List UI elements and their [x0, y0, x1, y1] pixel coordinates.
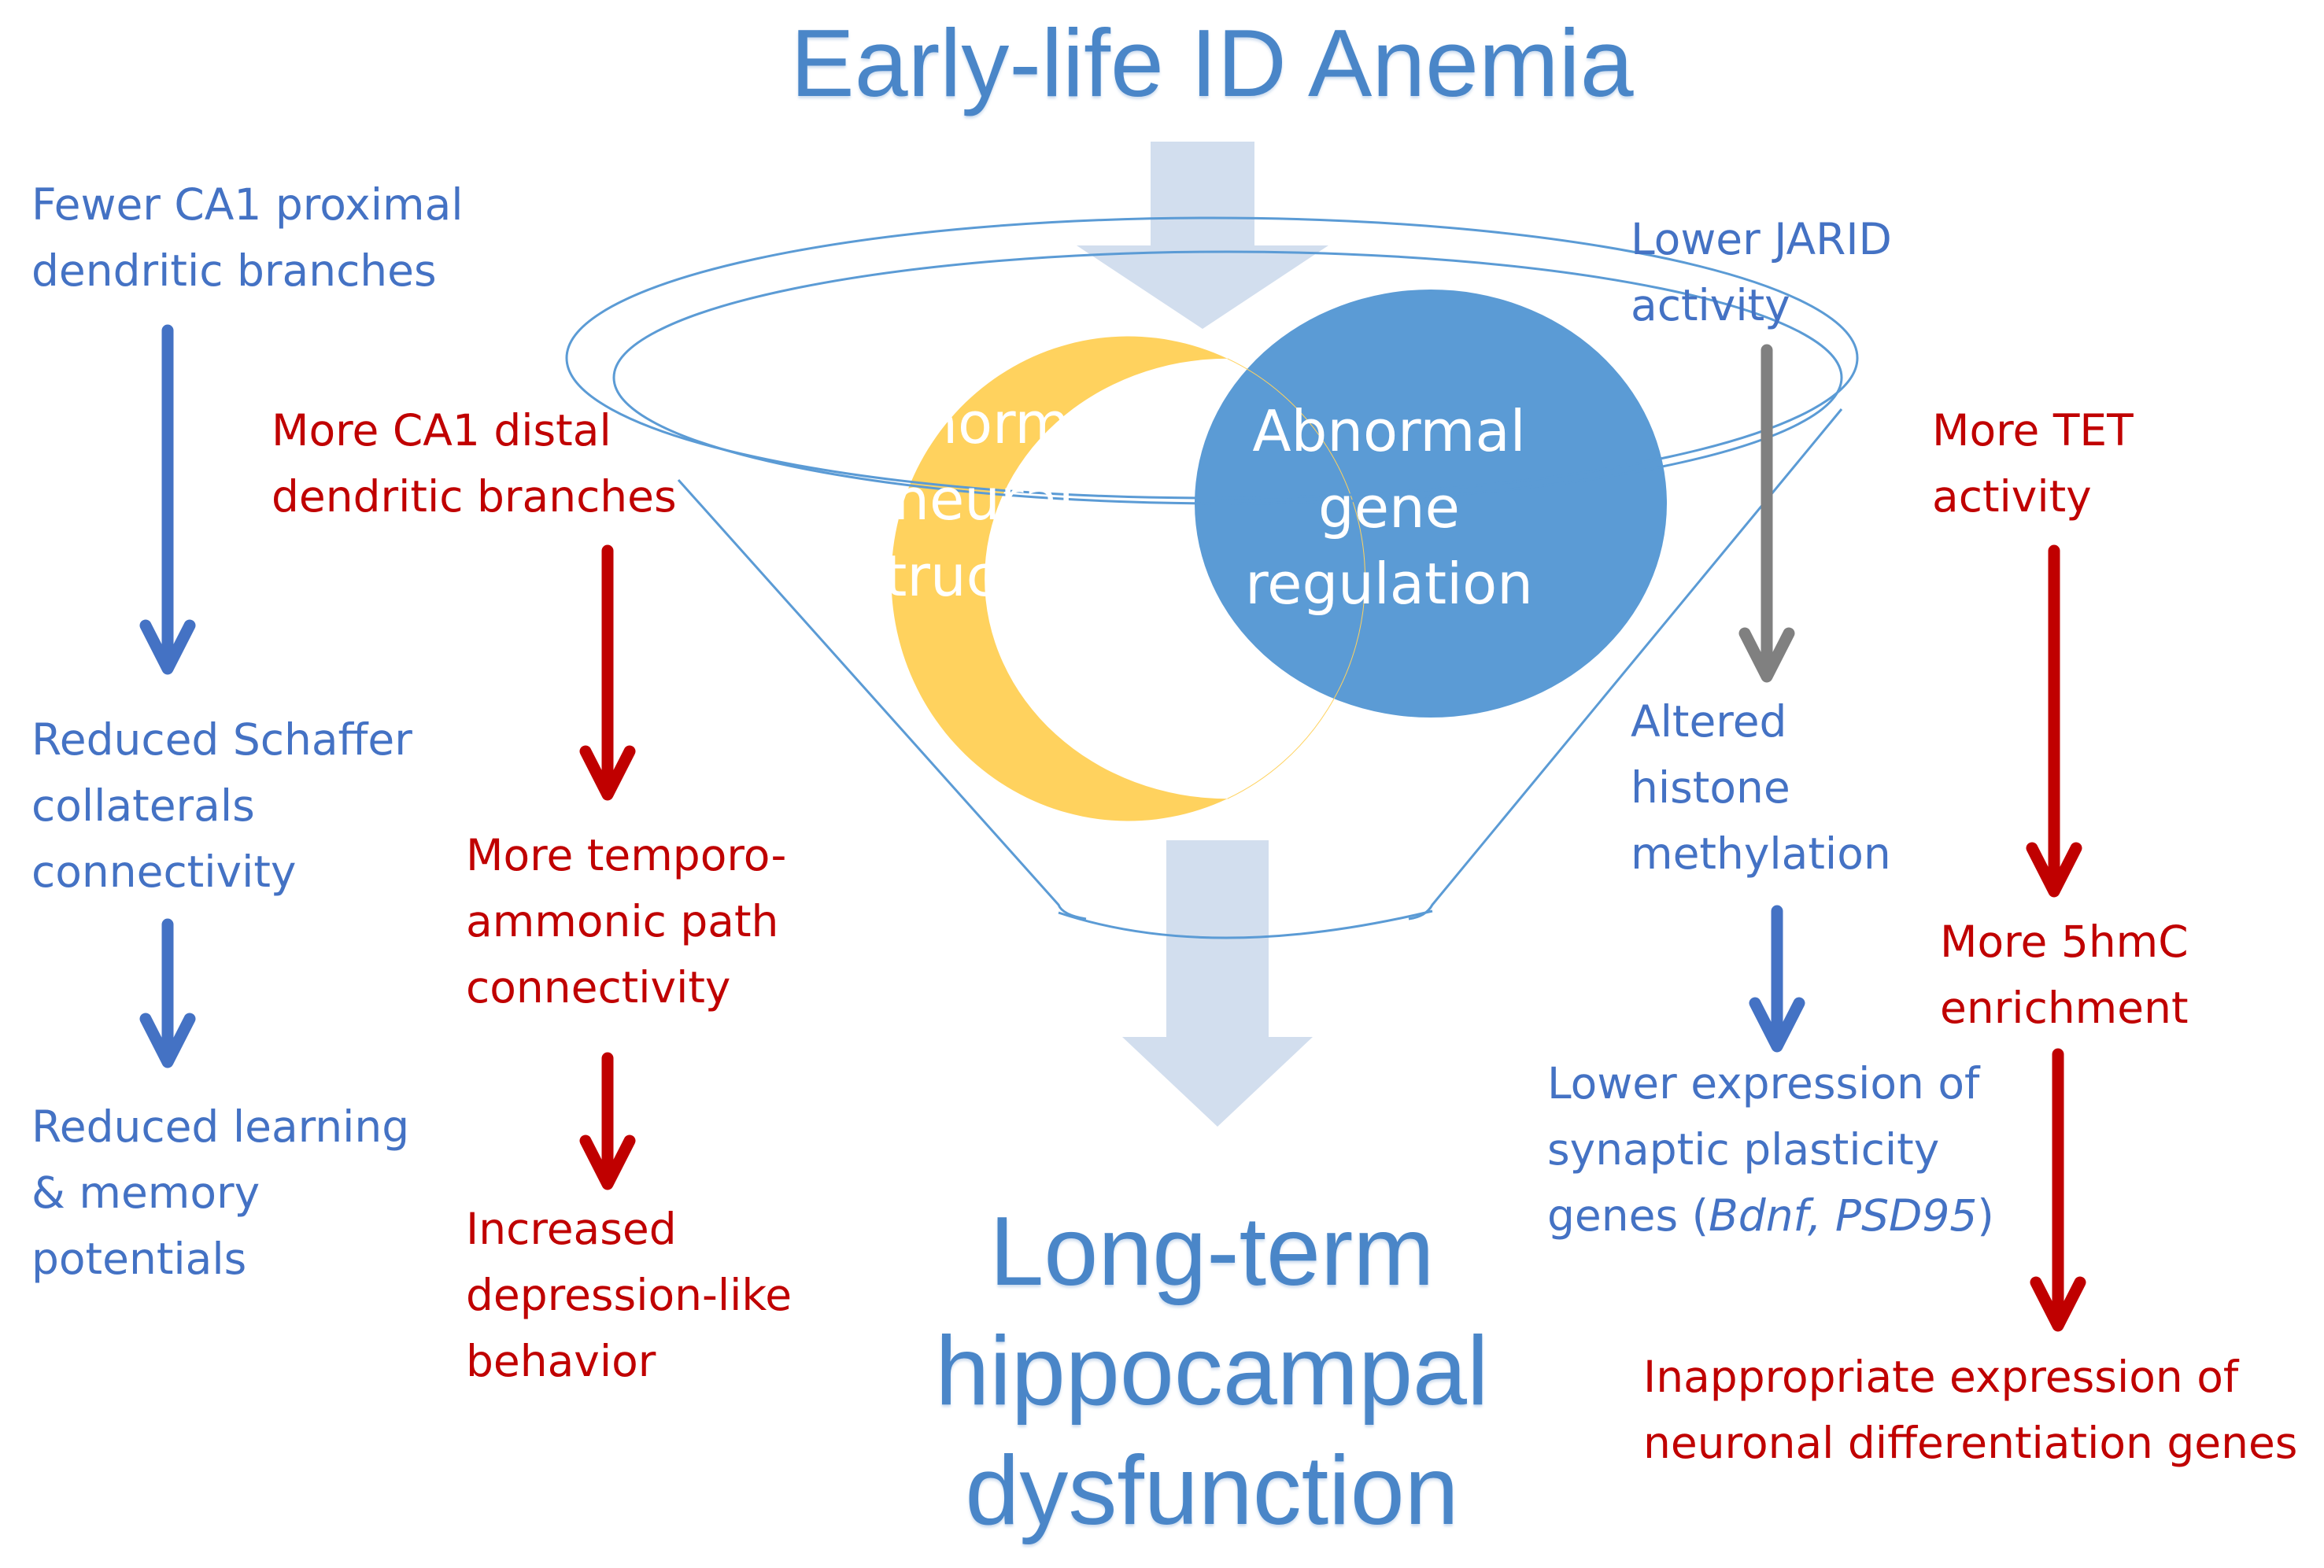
expression-suffix: )	[1977, 1190, 1994, 1241]
right-gene-arrows	[1738, 344, 1805, 1053]
lower-expression-text: Lower expression of synaptic plasticity …	[1547, 1050, 1994, 1249]
inappropriate-expression-text: Inappropriate expression of neuronal dif…	[1643, 1344, 2297, 1476]
neural-structure-line-2: neural	[893, 467, 1074, 533]
expression-prefix: genes (	[1547, 1190, 1709, 1241]
learning-line-2: & memory	[31, 1168, 260, 1218]
expression-line-2: synaptic plasticity	[1547, 1124, 1940, 1175]
fewer-ca1-line-2: dendritic branches	[31, 245, 437, 296]
histone-line-3: methylation	[1631, 828, 1891, 879]
page-title: Early-life ID Anemia	[790, 9, 1634, 116]
abnormal-gene-regulation-circle	[1195, 290, 1667, 718]
learning-line-3: potentials	[31, 1234, 247, 1284]
neural-structure-arc	[1227, 358, 1366, 799]
differentiation-line-2: neuronal differentiation genes	[1643, 1418, 2298, 1468]
gene-regulation-line-2: gene	[1318, 474, 1460, 540]
differentiation-line-1: Inappropriate expression of	[1643, 1352, 2239, 1402]
funnel-rim-inner	[612, 250, 1843, 505]
big-down-arrow-bottom	[1122, 840, 1313, 1127]
blue-down-arrow-2-head	[139, 1013, 196, 1068]
jarid-line-1: Lower JARID	[1631, 214, 1892, 264]
tet-line-2: activity	[1932, 471, 2092, 522]
expression-line-3: genes (Bdnf, PSD95)	[1547, 1182, 1994, 1249]
red-down-arrow-3-head	[2026, 842, 2082, 898]
outcome-title: Long-term hippocampal dysfunction	[905, 1192, 1519, 1551]
hmc-line-1: More 5hmC	[1940, 917, 2189, 967]
histone-line-1: Altered	[1631, 696, 1787, 747]
depression-line-2: depression-like	[466, 1270, 793, 1320]
gene-regulation-line-3: regulation	[1245, 551, 1533, 617]
blue-down-arrow-3-head	[1749, 997, 1805, 1053]
depression-line-3: behavior	[466, 1336, 656, 1386]
schaffer-line-2: collaterals	[31, 780, 255, 831]
red-down-arrow-4-head	[2030, 1276, 2086, 1332]
fewer-ca1-proximal-text: Fewer CA1 proximal dendritic branches	[31, 172, 464, 304]
tet-line-1: More TET	[1932, 405, 2134, 456]
funnel-left-wall	[677, 478, 1087, 921]
more-5hmc-text: More 5hmC enrichment	[1940, 909, 2189, 1041]
jarid-line-2: activity	[1631, 280, 1790, 330]
neural-structure-label: Abnormal neural structure	[811, 386, 1157, 614]
hmc-line-2: enrichment	[1940, 983, 2189, 1033]
outcome-line-2: hippocampal	[935, 1317, 1489, 1426]
schaffer-line-1: Reduced Schaffer	[31, 714, 412, 765]
gene-names-italic: Bdnf, PSD95	[1709, 1190, 1978, 1241]
more-temporo-ammonic-text: More temporo- ammonic path connectivity	[466, 822, 786, 1020]
distal-line-2: dendritic branches	[272, 471, 677, 522]
more-ca1-distal-text: More CA1 distal dendritic branches	[272, 397, 677, 529]
outcome-line-1: Long-term	[989, 1197, 1435, 1306]
histone-line-2: histone	[1631, 762, 1790, 813]
right-red-arrows	[2026, 544, 2086, 1332]
big-down-arrow-top	[1077, 142, 1328, 329]
red-down-arrow-1-head	[579, 745, 636, 801]
neural-structure-line-1: Abnormal	[847, 390, 1121, 456]
schaffer-line-3: connectivity	[31, 847, 297, 897]
gene-regulation-line-1: Abnormal	[1252, 398, 1526, 464]
funnel-rim-outer	[565, 216, 1859, 500]
learning-line-1: Reduced learning	[31, 1101, 410, 1152]
abnormal-neural-structure-circle	[891, 336, 1228, 821]
expression-line-1: Lower expression of	[1547, 1058, 1980, 1109]
fewer-ca1-line-1: Fewer CA1 proximal	[31, 179, 464, 230]
left-red-arrows	[579, 544, 636, 1190]
funnel-outline	[565, 216, 1859, 939]
lower-jarid-text: Lower JARID activity	[1631, 206, 1892, 338]
altered-histone-text: Altered histone methylation	[1631, 688, 1891, 887]
gray-down-arrow-head	[1738, 627, 1795, 683]
reduced-learning-text: Reduced learning & memory potentials	[31, 1094, 409, 1292]
distal-line-1: More CA1 distal	[272, 405, 611, 456]
temporo-line-2: ammonic path	[466, 896, 779, 946]
temporo-line-3: connectivity	[466, 962, 731, 1013]
outcome-line-3: dysfunction	[965, 1437, 1459, 1545]
depression-line-1: Increased	[466, 1204, 677, 1254]
gene-regulation-label: Abnormal gene regulation	[1212, 393, 1566, 622]
funnel-bottom	[1058, 909, 1433, 939]
blue-down-arrow-1-head	[139, 619, 196, 675]
neural-structure-line-3: structure	[855, 543, 1113, 609]
more-tet-text: More TET activity	[1932, 397, 2134, 529]
red-down-arrow-2-head	[579, 1134, 636, 1190]
left-blue-arrows	[139, 324, 196, 1068]
reduced-schaffer-text: Reduced Schaffer collaterals connectivit…	[31, 707, 412, 905]
increased-depression-text: Increased depression-like behavior	[466, 1196, 792, 1394]
temporo-line-1: More temporo-	[466, 830, 787, 880]
